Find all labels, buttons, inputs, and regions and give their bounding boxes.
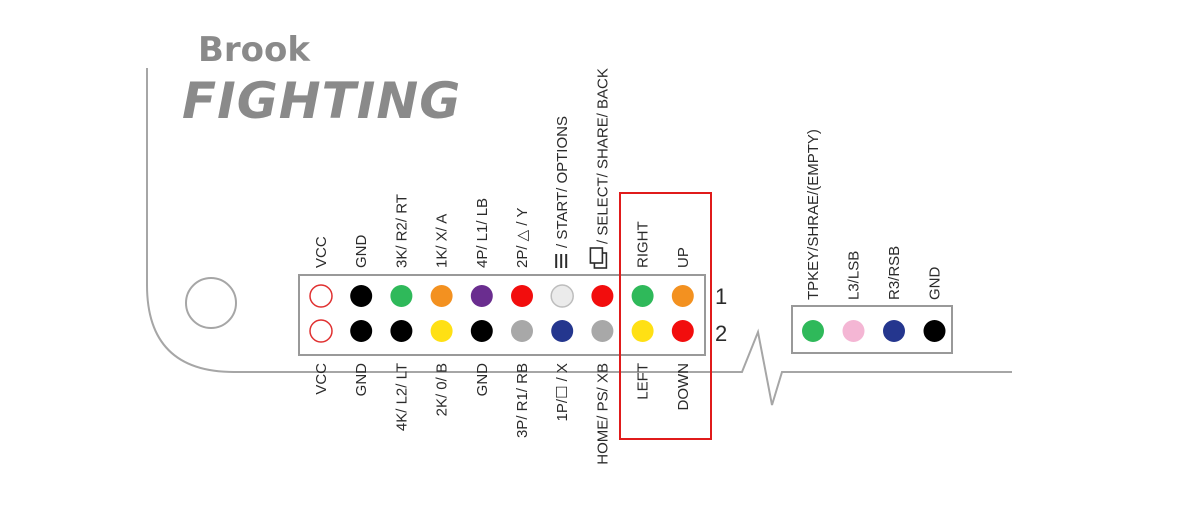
bottom-label-0: VCC [313, 363, 330, 395]
row1-pin-6 [550, 284, 574, 308]
main-header-top-labels: VCC GND 3K/ R2/ RT 1K/ X/ A 4P/ L1/ LB 2P/ △ … [313, 68, 692, 269]
aux-label-1: L3/LSB [846, 251, 863, 300]
row1-pin-1 [350, 285, 373, 307]
aux-label-0: TPKEY/SHRAE/(EMPTY) [805, 129, 822, 300]
row1-pin-8 [631, 285, 654, 307]
aux-header-pins [802, 320, 946, 342]
windows-icon [589, 247, 608, 269]
top-label-2: 3K/ R2/ RT [393, 194, 410, 268]
main-header-row-1 [309, 284, 694, 308]
row2-pin-6 [551, 320, 574, 342]
row2-pin-3 [430, 320, 453, 342]
top-label-8: RIGHT [635, 221, 652, 268]
top-label-7: / SELECT/ SHARE/ BACK [589, 68, 611, 269]
top-label-1: GND [353, 235, 370, 269]
bottom-label-4: GND [474, 363, 491, 397]
aux-pin-2 [883, 320, 905, 342]
row-number-2: 2 [715, 321, 727, 346]
row1-pin-5 [511, 285, 533, 307]
logo-fighting-text: FIGHTING [182, 72, 461, 130]
row2-pin-0 [309, 319, 333, 343]
row2-pin-9 [671, 320, 694, 342]
top-label-text: RIGHT [635, 221, 652, 268]
top-label-text: 3K/ R2/ RT [393, 194, 410, 268]
row1-pin-0 [309, 284, 333, 308]
bottom-label-8: LEFT [635, 363, 652, 400]
top-label-text: UP [675, 247, 692, 268]
main-header-row-2 [309, 319, 694, 343]
brook-fighting-logo: Brook FIGHTING [182, 30, 461, 130]
top-label-text: 4P/ L1/ LB [474, 198, 491, 268]
aux-pin-0 [802, 320, 824, 342]
top-label-5: 2P/ △ / Y [514, 208, 531, 268]
main-header-bottom-labels: VCC GND 4K/ L2/ LT 2K/ 0/ B GND 3P/ R1/ RB 1P/… [313, 363, 692, 465]
top-label-6: / START/ OPTIONS [554, 116, 571, 268]
row-number-1: 1 [715, 284, 727, 309]
row2-pin-1 [350, 320, 373, 342]
menu-icon [555, 254, 568, 268]
row2-pin-5 [511, 320, 533, 342]
bottom-label-1: GND [353, 363, 370, 397]
top-label-text: VCC [313, 236, 330, 268]
top-label-4: 4P/ L1/ LB [474, 198, 491, 268]
row2-pin-2 [390, 320, 413, 342]
mounting-hole [185, 277, 237, 329]
bottom-label-7: HOME/ PS/ XB [594, 363, 611, 465]
bottom-label-2: 4K/ L2/ LT [393, 363, 410, 431]
row1-pin-4 [470, 285, 493, 307]
top-label-text: 1K/ X/ A [434, 214, 451, 268]
row2-pin-8 [631, 320, 654, 342]
bottom-label-3: 2K/ 0/ B [434, 363, 451, 416]
top-label-0: VCC [313, 236, 330, 268]
aux-label-2: R3/RSB [886, 246, 903, 300]
aux-pin-1 [842, 320, 865, 342]
top-label-9: UP [675, 247, 692, 268]
row1-pin-2 [390, 285, 413, 307]
bottom-label-9: DOWN [675, 363, 692, 411]
direction-highlight-box [619, 192, 712, 440]
aux-header-labels: TPKEY/SHRAE/(EMPTY) L3/LSB R3/RSB GND [805, 129, 944, 300]
top-label-text: / START/ OPTIONS [554, 116, 571, 248]
logo-brook-text: Brook [198, 30, 311, 70]
bottom-label-6: 1P/☐ / X [554, 363, 571, 421]
row1-pin-3 [430, 285, 453, 307]
bottom-label-5: 3P/ R1/ RB [514, 363, 531, 438]
top-label-text: / SELECT/ SHARE/ BACK [594, 68, 611, 244]
top-label-3: 1K/ X/ A [434, 214, 451, 268]
aux-pin-3 [923, 320, 946, 342]
top-label-text: 2P/ △ / Y [514, 208, 531, 268]
top-label-text: GND [353, 235, 370, 269]
row2-pin-4 [470, 320, 493, 342]
row1-pin-7 [591, 285, 614, 307]
board-outline [146, 68, 1012, 406]
row1-pin-9 [671, 285, 694, 307]
aux-label-3: GND [927, 267, 944, 301]
row2-pin-7 [591, 320, 614, 342]
